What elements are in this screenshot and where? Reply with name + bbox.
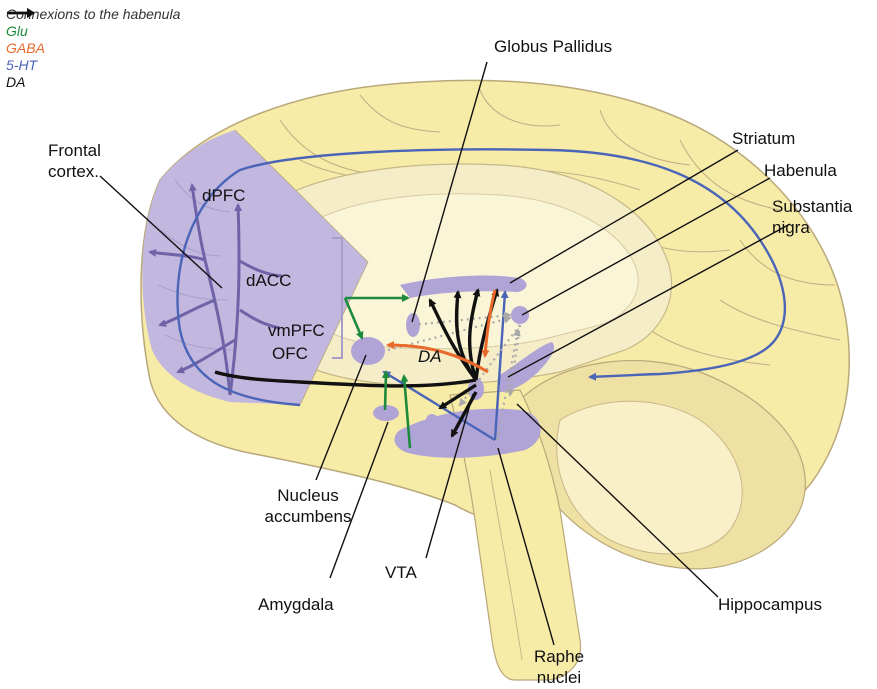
legend-label: DA [6, 74, 25, 91]
frontal-cortex-label: Frontal cortex. [48, 140, 101, 182]
substantia-nigra-label-line1: Substantia [772, 196, 852, 217]
nucleus-accumbens-label-line2: accumbens [258, 506, 358, 527]
raphe-nuclei-label: Raphe nuclei [524, 646, 594, 688]
legend: Connexions to the habenula Glu GABA 5-HT [6, 6, 180, 91]
legend-label: 5-HT [6, 57, 37, 74]
habenula-shape [511, 306, 529, 324]
legend-item: DA [6, 74, 180, 91]
black-arrow-icon [6, 6, 36, 20]
ofc-label: OFC [272, 343, 308, 364]
legend-item: Glu [6, 23, 180, 40]
raphe-nuclei-label-line2: nuclei [524, 667, 594, 688]
substantia-nigra-label: Substantia nigra [772, 196, 852, 238]
globus-pallidus-label: Globus Pallidus [494, 36, 612, 57]
habenula-label: Habenula [764, 160, 837, 181]
legend-label: GABA [6, 40, 45, 57]
nucleus-accumbens-label-line1: Nucleus [258, 485, 358, 506]
vmpfc-label: vmPFC [268, 320, 325, 341]
hippocampus-label: Hippocampus [718, 594, 822, 615]
frontal-cortex-label-line1: Frontal [48, 140, 101, 161]
nucleus-accumbens-label: Nucleus accumbens [258, 485, 358, 527]
raphe-nuclei-label-line1: Raphe [524, 646, 594, 667]
dpfc-label: dPFC [202, 185, 245, 206]
vta-label: VTA [385, 562, 417, 583]
da-label: DA [418, 346, 442, 367]
legend-label: Glu [6, 23, 28, 40]
striatum-label: Striatum [732, 128, 795, 149]
small-nucleus-shape [426, 414, 438, 426]
amygdala-label: Amygdala [258, 594, 334, 615]
legend-item: 5-HT [6, 57, 180, 74]
substantia-nigra-label-line2: nigra [772, 217, 852, 238]
nucleus-accumbens-shape [351, 337, 385, 365]
dacc-label: dACC [246, 270, 291, 291]
frontal-cortex-label-line2: cortex. [48, 161, 101, 182]
raphe-nuclei-shape [488, 433, 506, 451]
legend-item: GABA [6, 40, 180, 57]
